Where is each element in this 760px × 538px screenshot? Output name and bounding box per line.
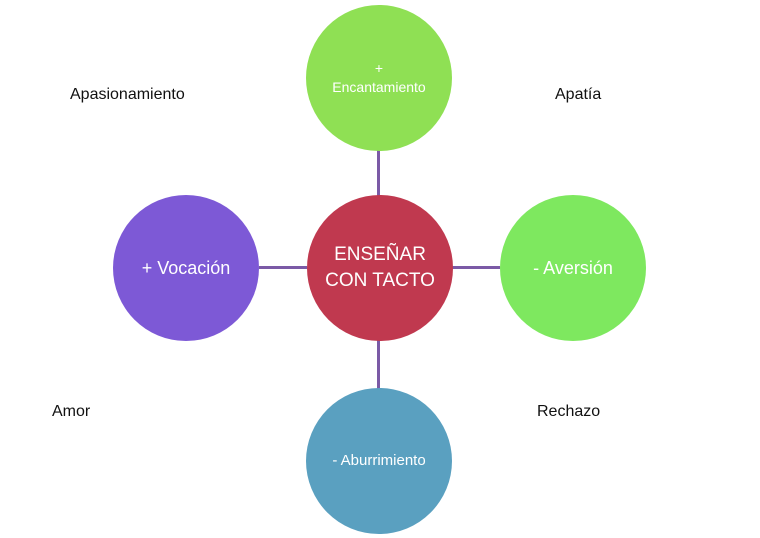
- node-bottom-label: - Aburrimiento: [332, 451, 426, 469]
- node-left-vocacion: + Vocación: [113, 195, 259, 341]
- node-right-aversion: - Aversión: [500, 195, 646, 341]
- connector-top: [377, 147, 380, 197]
- node-left-label: + Vocación: [141, 257, 231, 278]
- quadrant-label-bottom-right: Rechazo: [537, 403, 601, 420]
- node-top-encantamiento: + Encantamiento: [306, 5, 452, 151]
- quadrant-label-top-left: Apasionamiento: [70, 86, 185, 103]
- connector-left: [259, 266, 307, 269]
- quadrant-label-top-right: Apatía: [555, 86, 602, 103]
- connector-right: [452, 266, 500, 269]
- connector-bottom: [377, 340, 380, 390]
- node-center-line1: ENSEÑAR: [334, 244, 426, 266]
- node-bottom-aburrimiento: - Aburrimiento: [306, 388, 452, 534]
- node-top-sign: +: [374, 60, 384, 77]
- node-center-ensenar-con-tacto: ENSEÑAR CON TACTO: [307, 195, 453, 341]
- quadrant-label-bottom-left: Amor: [52, 403, 91, 420]
- node-center-line2: CON TACTO: [325, 270, 435, 291]
- node-right-label: - Aversión: [533, 257, 613, 278]
- node-top-label: Encantamiento: [332, 79, 426, 95]
